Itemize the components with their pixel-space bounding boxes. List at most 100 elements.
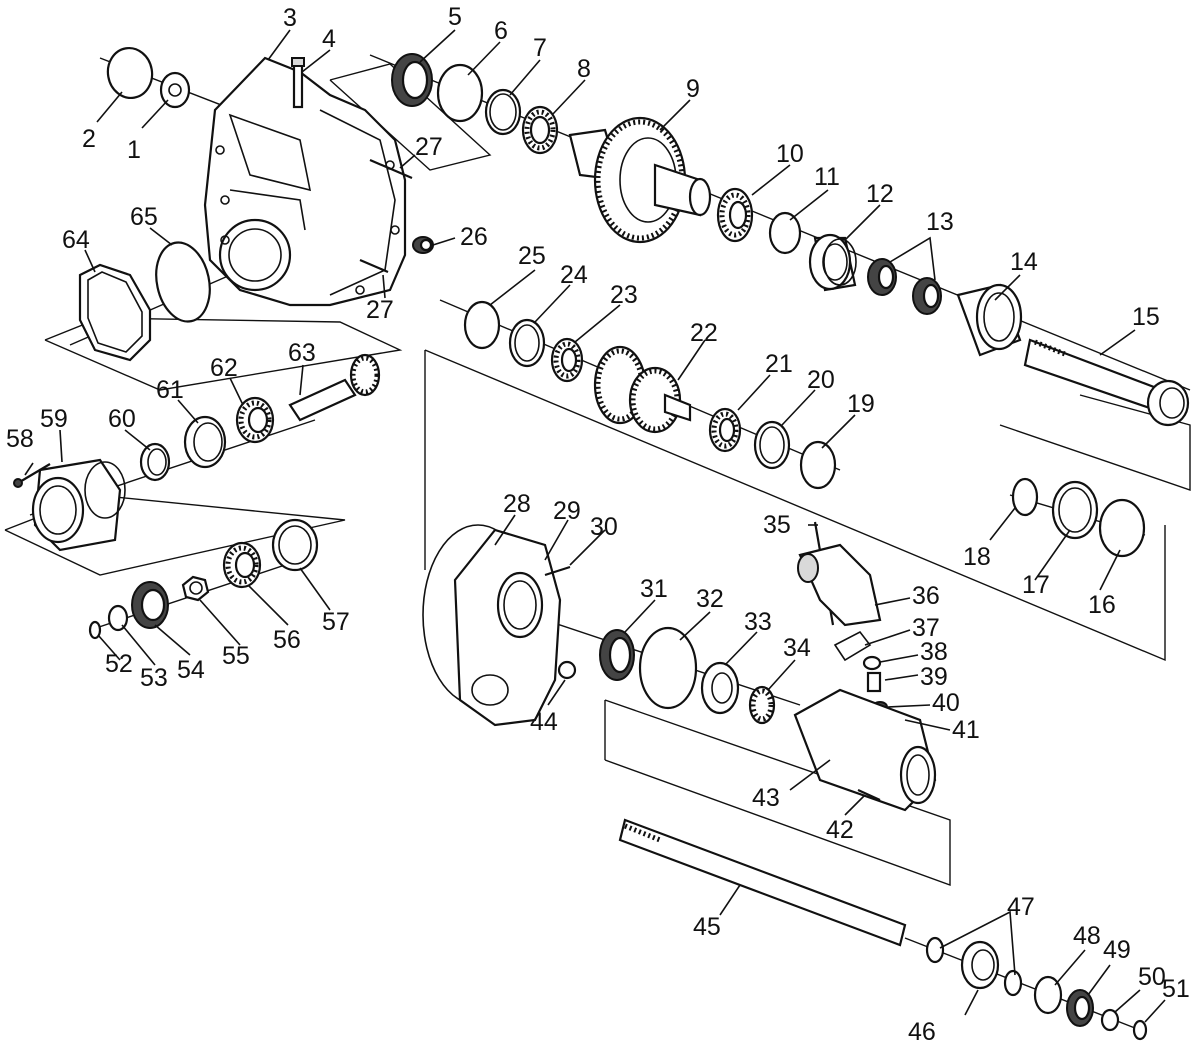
rear-shaft-45	[618, 818, 907, 947]
ring-19	[799, 440, 837, 490]
plug-26	[412, 236, 434, 254]
callout-2: 2	[82, 125, 96, 153]
ring-53	[107, 604, 129, 632]
snap-ring-52	[88, 620, 102, 640]
dowel-pin-27-upper	[369, 158, 413, 180]
callout-13: 13	[926, 208, 954, 236]
retainer-1	[159, 71, 191, 109]
bearing-46	[960, 940, 1000, 990]
cluster-gear-22	[593, 345, 692, 434]
front-case-3	[203, 56, 407, 307]
callout-52: 52	[105, 650, 133, 678]
bolt-58	[13, 463, 51, 488]
callout-33: 33	[744, 608, 772, 636]
callout-22: 22	[690, 319, 718, 347]
bolt-30	[544, 565, 571, 577]
fitting-39	[866, 671, 882, 693]
ring-50	[1100, 1008, 1120, 1032]
callout-38: 38	[920, 638, 948, 666]
callout-48: 48	[1073, 922, 1101, 950]
callout-53: 53	[140, 664, 168, 692]
callout-64: 64	[62, 226, 90, 254]
ring-17	[1051, 480, 1099, 540]
snap-ring-2	[106, 46, 154, 100]
callout-45: 45	[693, 913, 721, 941]
needle-bearing-13a	[867, 258, 897, 296]
callout-3: 3	[283, 4, 297, 32]
callout-1: 1	[127, 136, 141, 164]
ring-24	[508, 318, 546, 368]
callout-28: 28	[503, 490, 531, 518]
bearing-8	[521, 105, 559, 155]
callout-41: 41	[952, 716, 980, 744]
callout-labels: 1 2 3 4 5 6 7 8 9 10 11 12 13 14 15 16 1…	[6, 3, 1190, 1046]
callout-6: 6	[494, 17, 508, 45]
nut-55	[181, 575, 210, 602]
callout-8: 8	[577, 55, 591, 83]
leader-lines	[24, 29, 1166, 1023]
seal-5	[391, 53, 433, 107]
bearing-34	[748, 685, 776, 725]
callout-43: 43	[752, 784, 780, 812]
callout-44: 44	[530, 708, 558, 736]
gasket-64	[78, 263, 152, 362]
vent-tube-4	[291, 57, 305, 109]
bolt-42	[857, 788, 881, 802]
callout-20: 20	[807, 366, 835, 394]
ring-6	[436, 63, 484, 123]
callout-15: 15	[1132, 303, 1160, 331]
callout-16: 16	[1088, 591, 1116, 619]
callout-24: 24	[560, 261, 588, 289]
plug-38	[862, 655, 882, 671]
callout-62: 62	[210, 354, 238, 382]
tone-ring-33	[700, 661, 740, 715]
callout-23: 23	[610, 281, 638, 309]
bearing-56	[222, 541, 262, 589]
shaft-63	[288, 353, 381, 422]
callout-47: 47	[1007, 893, 1035, 921]
plug-44	[557, 660, 577, 680]
callout-7: 7	[533, 34, 547, 62]
callout-60: 60	[108, 405, 136, 433]
callout-55: 55	[222, 642, 250, 670]
callout-50: 50	[1138, 963, 1166, 991]
race-57	[271, 518, 319, 572]
race-61	[183, 415, 227, 469]
seal-49	[1066, 989, 1094, 1027]
callout-51: 51	[1162, 975, 1190, 1003]
callout-17: 17	[1022, 571, 1050, 599]
ring-16	[1098, 498, 1146, 558]
callout-26: 26	[460, 223, 488, 251]
callout-46: 46	[908, 1018, 936, 1046]
callout-11: 11	[814, 163, 840, 191]
callout-61: 61	[156, 376, 184, 404]
callout-12: 12	[866, 180, 894, 208]
dowel-pin-27-lower	[359, 258, 389, 274]
callout-21: 21	[765, 350, 793, 378]
callout-25: 25	[518, 242, 546, 270]
snap-ring-18	[1011, 477, 1039, 517]
ring-25	[463, 300, 501, 350]
callout-32: 32	[696, 585, 724, 613]
callout-57: 57	[322, 608, 350, 636]
snap-ring-48	[1033, 975, 1063, 1015]
o-ring-65	[155, 241, 211, 323]
callout-31: 31	[640, 575, 668, 603]
motor-36	[797, 543, 882, 627]
callout-30: 30	[590, 513, 618, 541]
snap-ring-47b	[1003, 969, 1023, 997]
callout-35: 35	[763, 511, 791, 539]
drive-gear-9	[568, 116, 712, 244]
callout-36: 36	[912, 582, 940, 610]
callout-59: 59	[40, 405, 68, 433]
snap-ring-51	[1132, 1019, 1148, 1041]
seal-60	[139, 442, 171, 482]
callout-27a: 27	[415, 133, 443, 161]
callout-37: 37	[912, 614, 940, 642]
flange-59	[31, 458, 126, 552]
callout-19: 19	[847, 390, 875, 418]
callout-27b: 27	[366, 296, 394, 324]
bearing-10	[716, 187, 754, 243]
callout-42: 42	[826, 816, 854, 844]
